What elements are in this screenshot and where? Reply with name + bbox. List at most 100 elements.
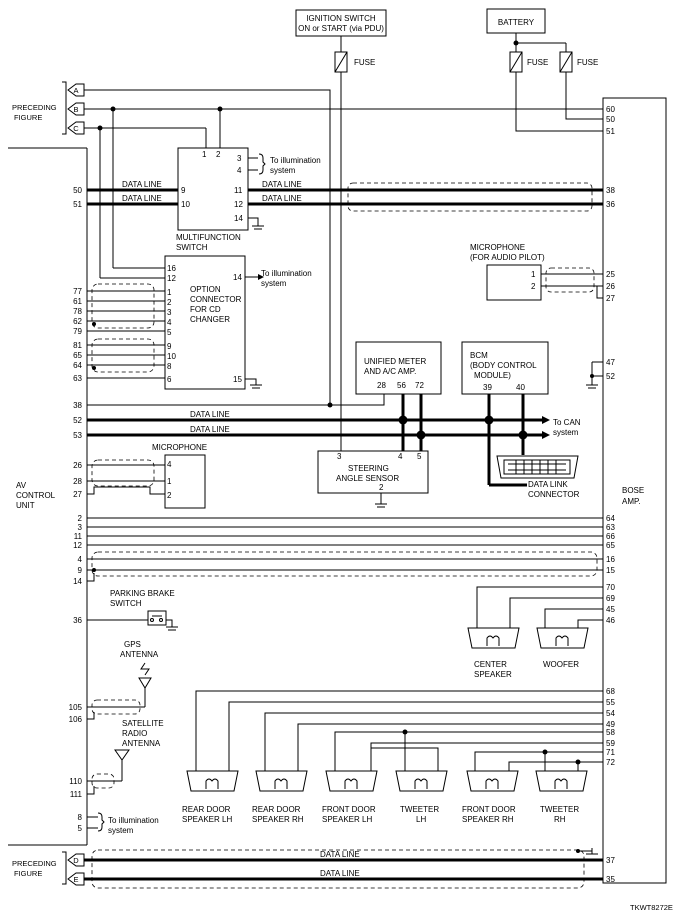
amp-pin-59: 59	[606, 739, 615, 748]
amp-pin-54: 54	[606, 709, 615, 718]
mfs-pin-4: 4	[237, 166, 242, 175]
battery-block: BATTERY FUSE FUSE	[486, 8, 603, 132]
data-line-label-4: DATA LINE	[262, 194, 302, 203]
amp-pin-38: 38	[606, 186, 615, 195]
av-illum-1: To illumination	[108, 816, 159, 825]
rear-door-speaker-rh: REAR DOOR SPEAKER RH	[252, 770, 308, 824]
av-unit-label-1: AV	[16, 481, 27, 490]
left-pin-numbers: 5051776178627981656463385253262827231112…	[69, 186, 83, 833]
center-label-1: CENTER	[474, 660, 507, 669]
um-label-2: AND A/C AMP.	[364, 367, 416, 376]
av-pin-62: 62	[73, 317, 82, 326]
data-line-label-8: DATA LINE	[320, 869, 360, 878]
av-pin-79: 79	[73, 327, 82, 336]
oc-pin-16: 16	[167, 264, 176, 273]
front-rh-label-2: SPEAKER RH	[462, 815, 514, 824]
microphone-audio-pilot: MICROPHONE (FOR AUDIO PILOT) 1 2	[470, 243, 603, 301]
mic-pin-4: 4	[167, 460, 172, 469]
mic-pin-2: 2	[167, 491, 172, 500]
um-pin-28: 28	[377, 381, 386, 390]
pb-label-2: SWITCH	[110, 599, 142, 608]
mic-pilot-box	[486, 264, 542, 301]
av-pin-3: 3	[78, 523, 83, 532]
gps-label-2: ANTENNA	[120, 650, 159, 659]
bcm-box	[461, 341, 549, 395]
av-pin-38: 38	[73, 401, 82, 410]
av-pin-64: 64	[73, 361, 82, 370]
oc-pin-15: 15	[233, 375, 242, 384]
um-label-1: UNIFIED METER	[364, 357, 426, 366]
av-pin-81: 81	[73, 341, 82, 350]
data-line-label-3: DATA LINE	[262, 180, 302, 189]
amp-pin-55: 55	[606, 698, 615, 707]
sas-pin-5: 5	[417, 452, 422, 461]
oc-label-2: CONNECTOR	[190, 295, 242, 304]
gps-label-1: GPS	[124, 640, 141, 649]
tweeter-rh-label-2: RH	[554, 815, 566, 824]
mfs-pin-1: 1	[202, 150, 207, 159]
bose-amp-label-2: AMP.	[622, 497, 641, 506]
amp-pin-27: 27	[606, 294, 615, 303]
av-illum-2: system	[108, 826, 134, 835]
mic-pin-1: 1	[167, 477, 172, 486]
data-line-label-5: DATA LINE	[190, 410, 230, 419]
av-pin-11: 11	[74, 532, 83, 541]
tweeter-lh: TWEETER LH	[395, 770, 448, 824]
oc-illum-1: To illumination	[261, 269, 312, 278]
ignition-switch-block: IGNITION SWITCH ON or START (via PDU) FU…	[295, 9, 387, 455]
oc-pin-1: 1	[167, 288, 172, 297]
av-pin-36: 36	[73, 616, 82, 625]
mic-label: MICROPHONE	[152, 443, 207, 452]
mfs-illum-2: system	[270, 166, 296, 175]
oc-label-3: FOR CD	[190, 305, 221, 314]
amp-pin-64: 64	[606, 514, 615, 523]
dlc-label-2: CONNECTOR	[528, 490, 580, 499]
av-pin-53: 53	[73, 431, 82, 440]
oc-pin-3: 3	[167, 308, 172, 317]
oc-pin-14: 14	[233, 273, 242, 282]
gps-antenna: GPS ANTENNA	[87, 640, 159, 720]
amp-pin-66: 66	[606, 532, 615, 541]
av-pin-78: 78	[73, 307, 82, 316]
shield-data-line	[347, 182, 593, 212]
oc-pin-10: 10	[167, 352, 176, 361]
amp-pin-72: 72	[606, 758, 615, 767]
sas-label-2: ANGLE SENSOR	[336, 474, 399, 483]
parking-brake-icon	[147, 610, 167, 626]
satellite-antenna-icon	[114, 749, 130, 761]
oc-pin-8: 8	[167, 362, 172, 371]
amp-pin-68: 68	[606, 687, 615, 696]
front-door-speaker-rh: FRONT DOOR SPEAKER RH	[462, 770, 519, 824]
av-unit-label-2: CONTROL	[16, 491, 56, 500]
parking-brake-switch: PARKING BRAKE SWITCH	[87, 589, 178, 631]
amp-pin-37: 37	[606, 856, 615, 865]
right-pin-numbers: 6050513836252627475264636665161570694546…	[606, 105, 615, 884]
amp-pin-46: 46	[606, 616, 615, 625]
sas-pin-3: 3	[337, 452, 342, 461]
mfs-pin-11: 11	[234, 186, 243, 195]
pb-label-1: PARKING BRAKE	[110, 589, 175, 598]
sas-label-1: STEERING	[348, 464, 389, 473]
av-pin-106: 106	[69, 715, 83, 724]
amp-pin-47: 47	[606, 358, 615, 367]
av-pin-4: 4	[78, 555, 83, 564]
data-line-label-1: DATA LINE	[122, 180, 162, 189]
mic-box	[164, 454, 206, 509]
center-label-2: SPEAKER	[474, 670, 512, 679]
speaker-wiring	[195, 690, 603, 771]
rear-rh-label-1: REAR DOOR	[252, 805, 301, 814]
oc-pin-6: 6	[167, 375, 172, 384]
oc-pin-4: 4	[167, 318, 172, 327]
rear-lh-label-1: REAR DOOR	[182, 805, 231, 814]
bose-amp-label-1: BOSE	[622, 486, 644, 495]
connector-c: C	[73, 124, 79, 133]
ignition-switch-box	[295, 9, 387, 37]
connector-e: E	[73, 875, 78, 884]
mfs-pin-9: 9	[181, 186, 186, 195]
tweeter-rh: TWEETER RH	[535, 770, 588, 824]
av-pin-2: 2	[78, 514, 83, 523]
oc-label-1: OPTION	[190, 285, 221, 294]
oc-pin-2: 2	[167, 298, 172, 307]
mic-pilot-pin-1: 1	[531, 270, 536, 279]
